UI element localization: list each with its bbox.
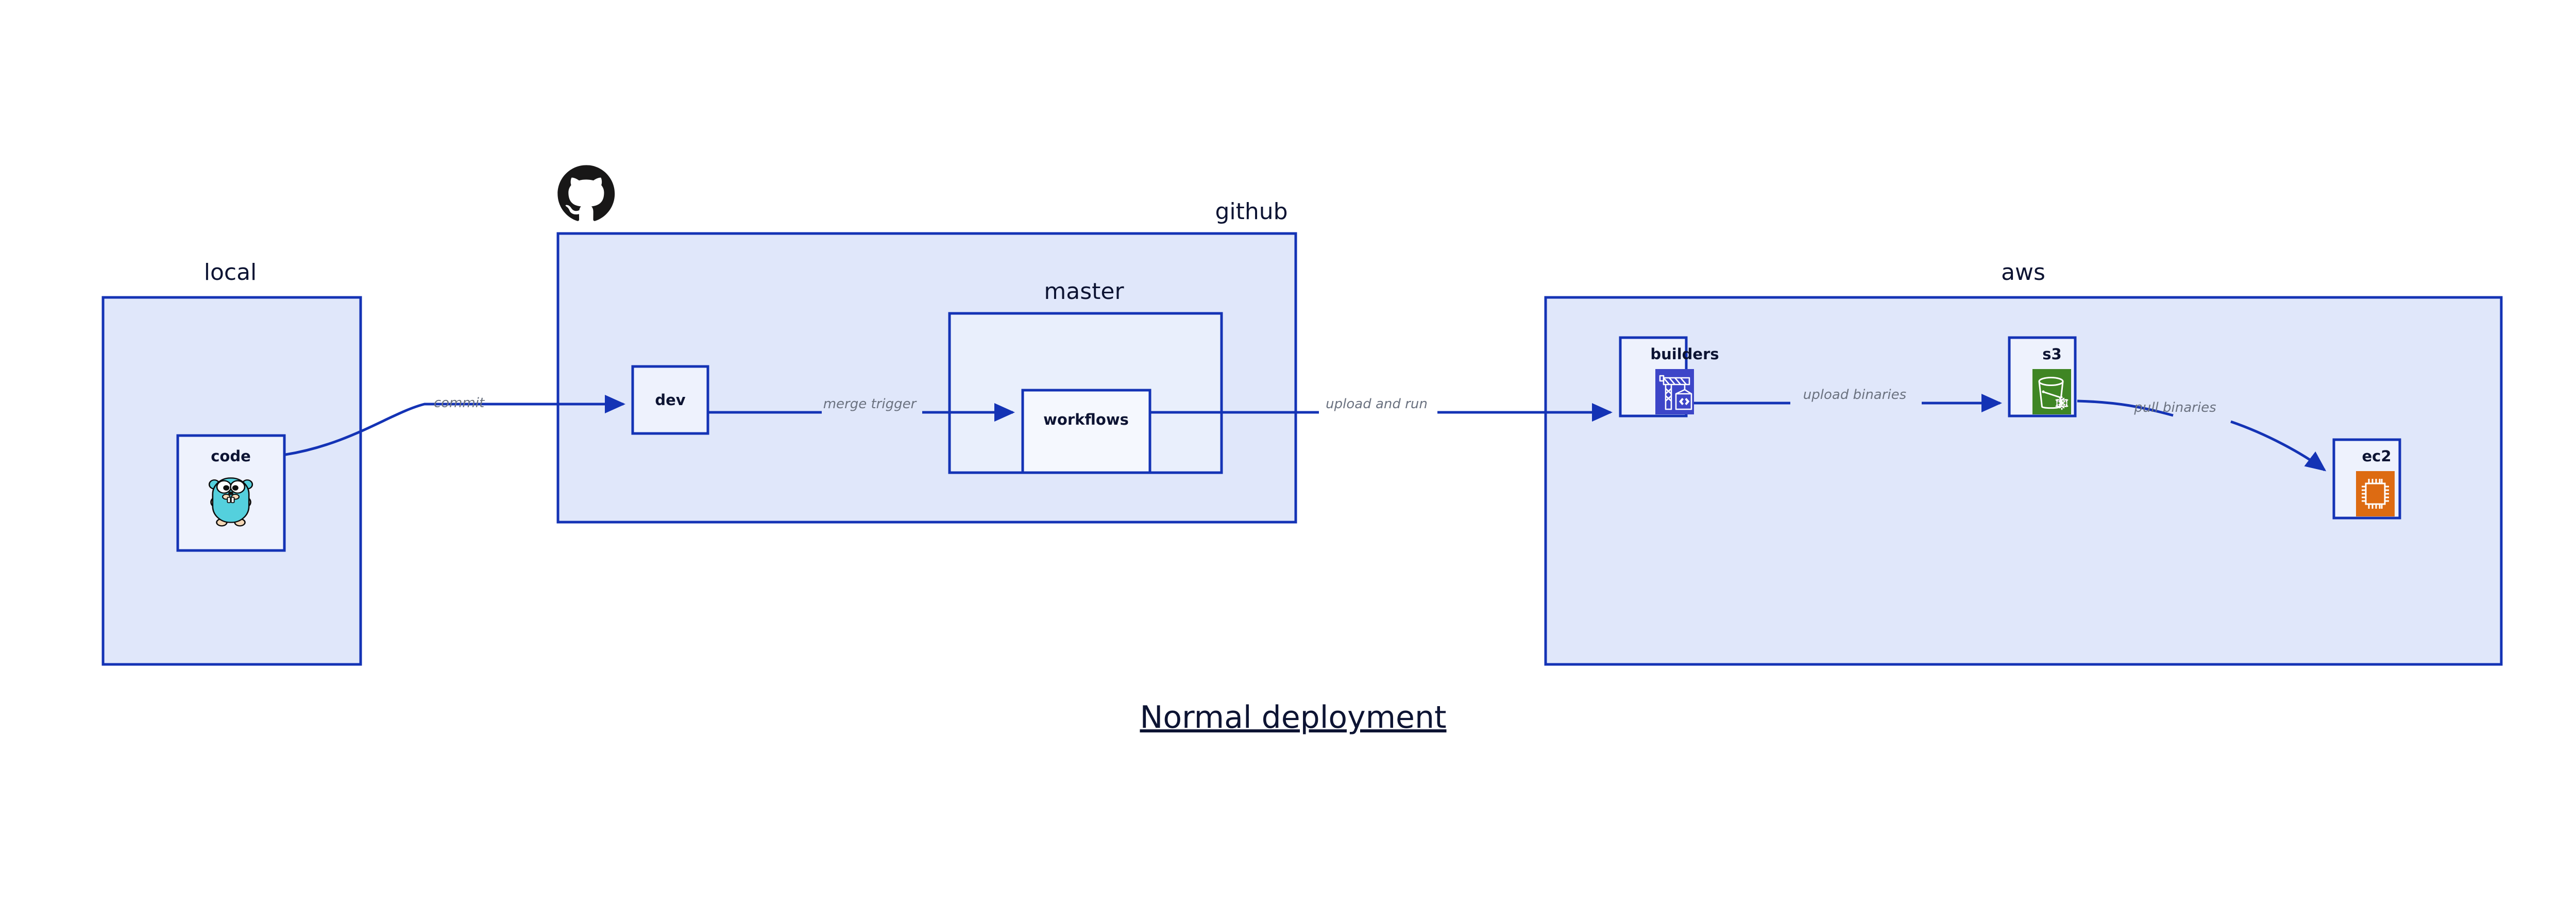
edge-label-commit: commit xyxy=(434,395,485,411)
nodes-layer: code xyxy=(176,336,2401,552)
node-label-workflows: workflows xyxy=(1043,411,1129,428)
edge-line-pull-binaries xyxy=(2077,399,2174,417)
group-containers-layer: local github master aws xyxy=(101,198,2503,666)
node-label-dev: dev xyxy=(655,391,685,409)
edge-label-upload-and-run: upload and run xyxy=(1326,396,1428,412)
node-label-ec2: ec2 xyxy=(2362,447,2391,465)
edge-commit[interactable]: commit xyxy=(285,395,626,456)
aws-s3-bucket-icon xyxy=(2032,369,2071,414)
node-label-s3: s3 xyxy=(2042,345,2061,363)
go-gopher-icon xyxy=(208,477,253,527)
group-title-github: github xyxy=(1215,198,1287,225)
group-title-master: master xyxy=(1044,278,1124,305)
aws-ec2-chip-icon xyxy=(2356,471,2395,516)
edge-line-pull-binaries xyxy=(2230,420,2327,472)
github-octocat-logo xyxy=(557,165,615,221)
edge-label-upload-binaries: upload binaries xyxy=(1803,387,1906,403)
node-ec2[interactable]: ec2 xyxy=(2332,438,2401,520)
node-box-dev[interactable] xyxy=(631,365,709,435)
titles-layer: Normal deployment xyxy=(1140,699,1446,736)
edge-pull-binaries[interactable]: pull binaries xyxy=(2077,399,2327,472)
node-code[interactable]: code xyxy=(176,434,286,552)
edge-merge-trigger[interactable]: merge trigger xyxy=(709,396,1015,422)
node-dev[interactable]: dev xyxy=(631,365,709,435)
edge-upload-binaries[interactable]: upload binaries xyxy=(1688,387,2003,413)
node-label-builders: builders xyxy=(1650,345,1719,363)
edge-label-pull-binaries: pull binaries xyxy=(2133,400,2216,415)
group-title-local: local xyxy=(204,259,257,286)
aws-codebuild-icon xyxy=(1655,369,1694,414)
node-s3[interactable]: s3 xyxy=(2008,336,2077,417)
logos-layer xyxy=(557,165,615,221)
node-workflows[interactable]: workflows xyxy=(1021,389,1151,474)
edge-label-merge-trigger: merge trigger xyxy=(823,396,918,412)
node-builders[interactable]: builders xyxy=(1619,336,1719,417)
edge-upload-and-run[interactable]: upload and run xyxy=(1151,396,1613,422)
group-title-aws: aws xyxy=(2001,259,2045,286)
edge-line-commit xyxy=(285,395,626,456)
node-label-code: code xyxy=(211,447,251,465)
node-box-workflows[interactable] xyxy=(1021,389,1151,474)
page-title: Normal deployment xyxy=(1140,699,1446,736)
edges-layer: commit merge trigger upload and run upload … xyxy=(285,387,2327,472)
